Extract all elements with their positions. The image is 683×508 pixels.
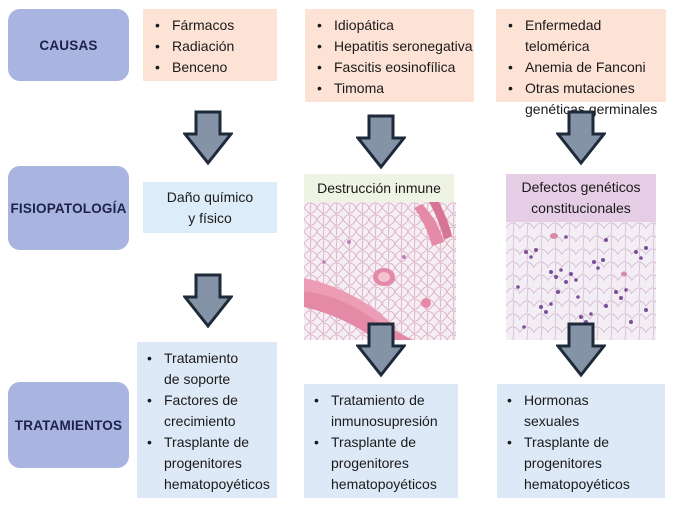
cause-item: Timoma [315,78,474,99]
cause-item: Idiopática [315,15,474,36]
treatment-line: Trasplante de [164,434,250,450]
down-arrow-icon [183,110,233,166]
treatment-line: hematopoyéticos [164,476,270,492]
down-arrow-icon [356,114,406,170]
treatment-line: hematopoyéticos [331,476,437,492]
histology-fatty-marrow-image [304,202,456,340]
patho-box-immune: Destrucción inmune [304,174,454,202]
treatment-line: Factores de [164,392,238,408]
row-label-causes: CAUSAS [8,9,129,81]
treatment-line: sexuales [524,413,580,429]
cause-item: Benceno [153,57,277,78]
cause-line: Enfermedad telomérica [525,17,602,54]
treatment-item: Tratamiento de soporte [145,348,277,390]
cause-item: Anemia de Fanconi [506,57,666,78]
patho-line: Defectos genéticos [521,179,641,195]
treatment-item: Trasplante de progenitores hematopoyéticos [312,432,458,495]
cause-line: Otras mutaciones [525,80,635,96]
treatment-line: Trasplante de [524,434,610,450]
cause-item: Fascitis eosinofílica [315,57,474,78]
down-arrow-icon [183,273,233,329]
cause-item: Fármacos [153,15,277,36]
cause-line: genéticas germinales [525,101,658,117]
treatment-line: progenitores [164,455,242,471]
treatment-box-genetic: Hormonas sexuales Trasplante de progenitor… [497,384,665,498]
treatment-line: crecimiento [164,413,236,429]
treatment-item: Trasplante de progenitores hematopoyéticos [505,432,665,495]
down-arrow-icon [356,322,406,378]
treatment-line: Tratamiento de [331,392,425,408]
treatment-item: Factores de crecimiento [145,390,277,432]
cause-item: Radiación [153,36,277,57]
cause-box-immune: Idiopática Hepatitis seronegativa Fascit… [305,9,474,102]
patho-line: Daño químico [166,188,254,205]
treatment-line: de soporte [164,371,231,387]
cause-item: Otras mutaciones genéticas germinales [506,78,666,120]
treatment-line: progenitores [524,455,602,471]
cause-box-genetic: Enfermedad telomérica Anemia de Fanconi … [496,9,666,117]
treatment-line: Trasplante de [331,434,417,450]
treatment-box-immune: Tratamiento de inmunosupresión Trasplante… [304,384,458,498]
patho-box-genetic: Defectos genéticos constitucionales [506,174,656,222]
cause-item: Enfermedad telomérica [506,15,666,57]
patho-line: y físico [188,209,232,226]
treatment-line: Hormonas [524,392,589,408]
down-arrow-icon [556,322,606,378]
patho-line: Destrucción inmune [317,179,441,196]
treatment-box-chemical: Tratamiento de soporte Factores de crecimi… [137,342,277,498]
treatment-line: progenitores [331,455,409,471]
histology-hypocellular-marrow-image [506,222,656,340]
cause-line: Anemia de Fanconi [525,59,646,75]
patho-box-chemical: Daño químico y físico [143,182,277,233]
treatment-line: hematopoyéticos [524,476,630,492]
down-arrow-icon [556,110,606,166]
treatment-line: inmunosupresión [331,413,438,429]
treatment-item: Trasplante de progenitores hematopoyéticos [145,432,277,495]
row-label-treatments: TRATAMIENTOS [8,382,129,468]
treatment-item: Hormonas sexuales [505,390,665,432]
patho-line: constitucionales [531,200,631,216]
cause-box-chemical: Fármacos Radiación Benceno [143,9,277,81]
cause-item: Hepatitis seronegativa [315,36,474,57]
row-label-pathophysiology: FISIOPATOLOGÍA [8,166,129,250]
treatment-line: Tratamiento [164,350,239,366]
treatment-item: Tratamiento de inmunosupresión [312,390,458,432]
